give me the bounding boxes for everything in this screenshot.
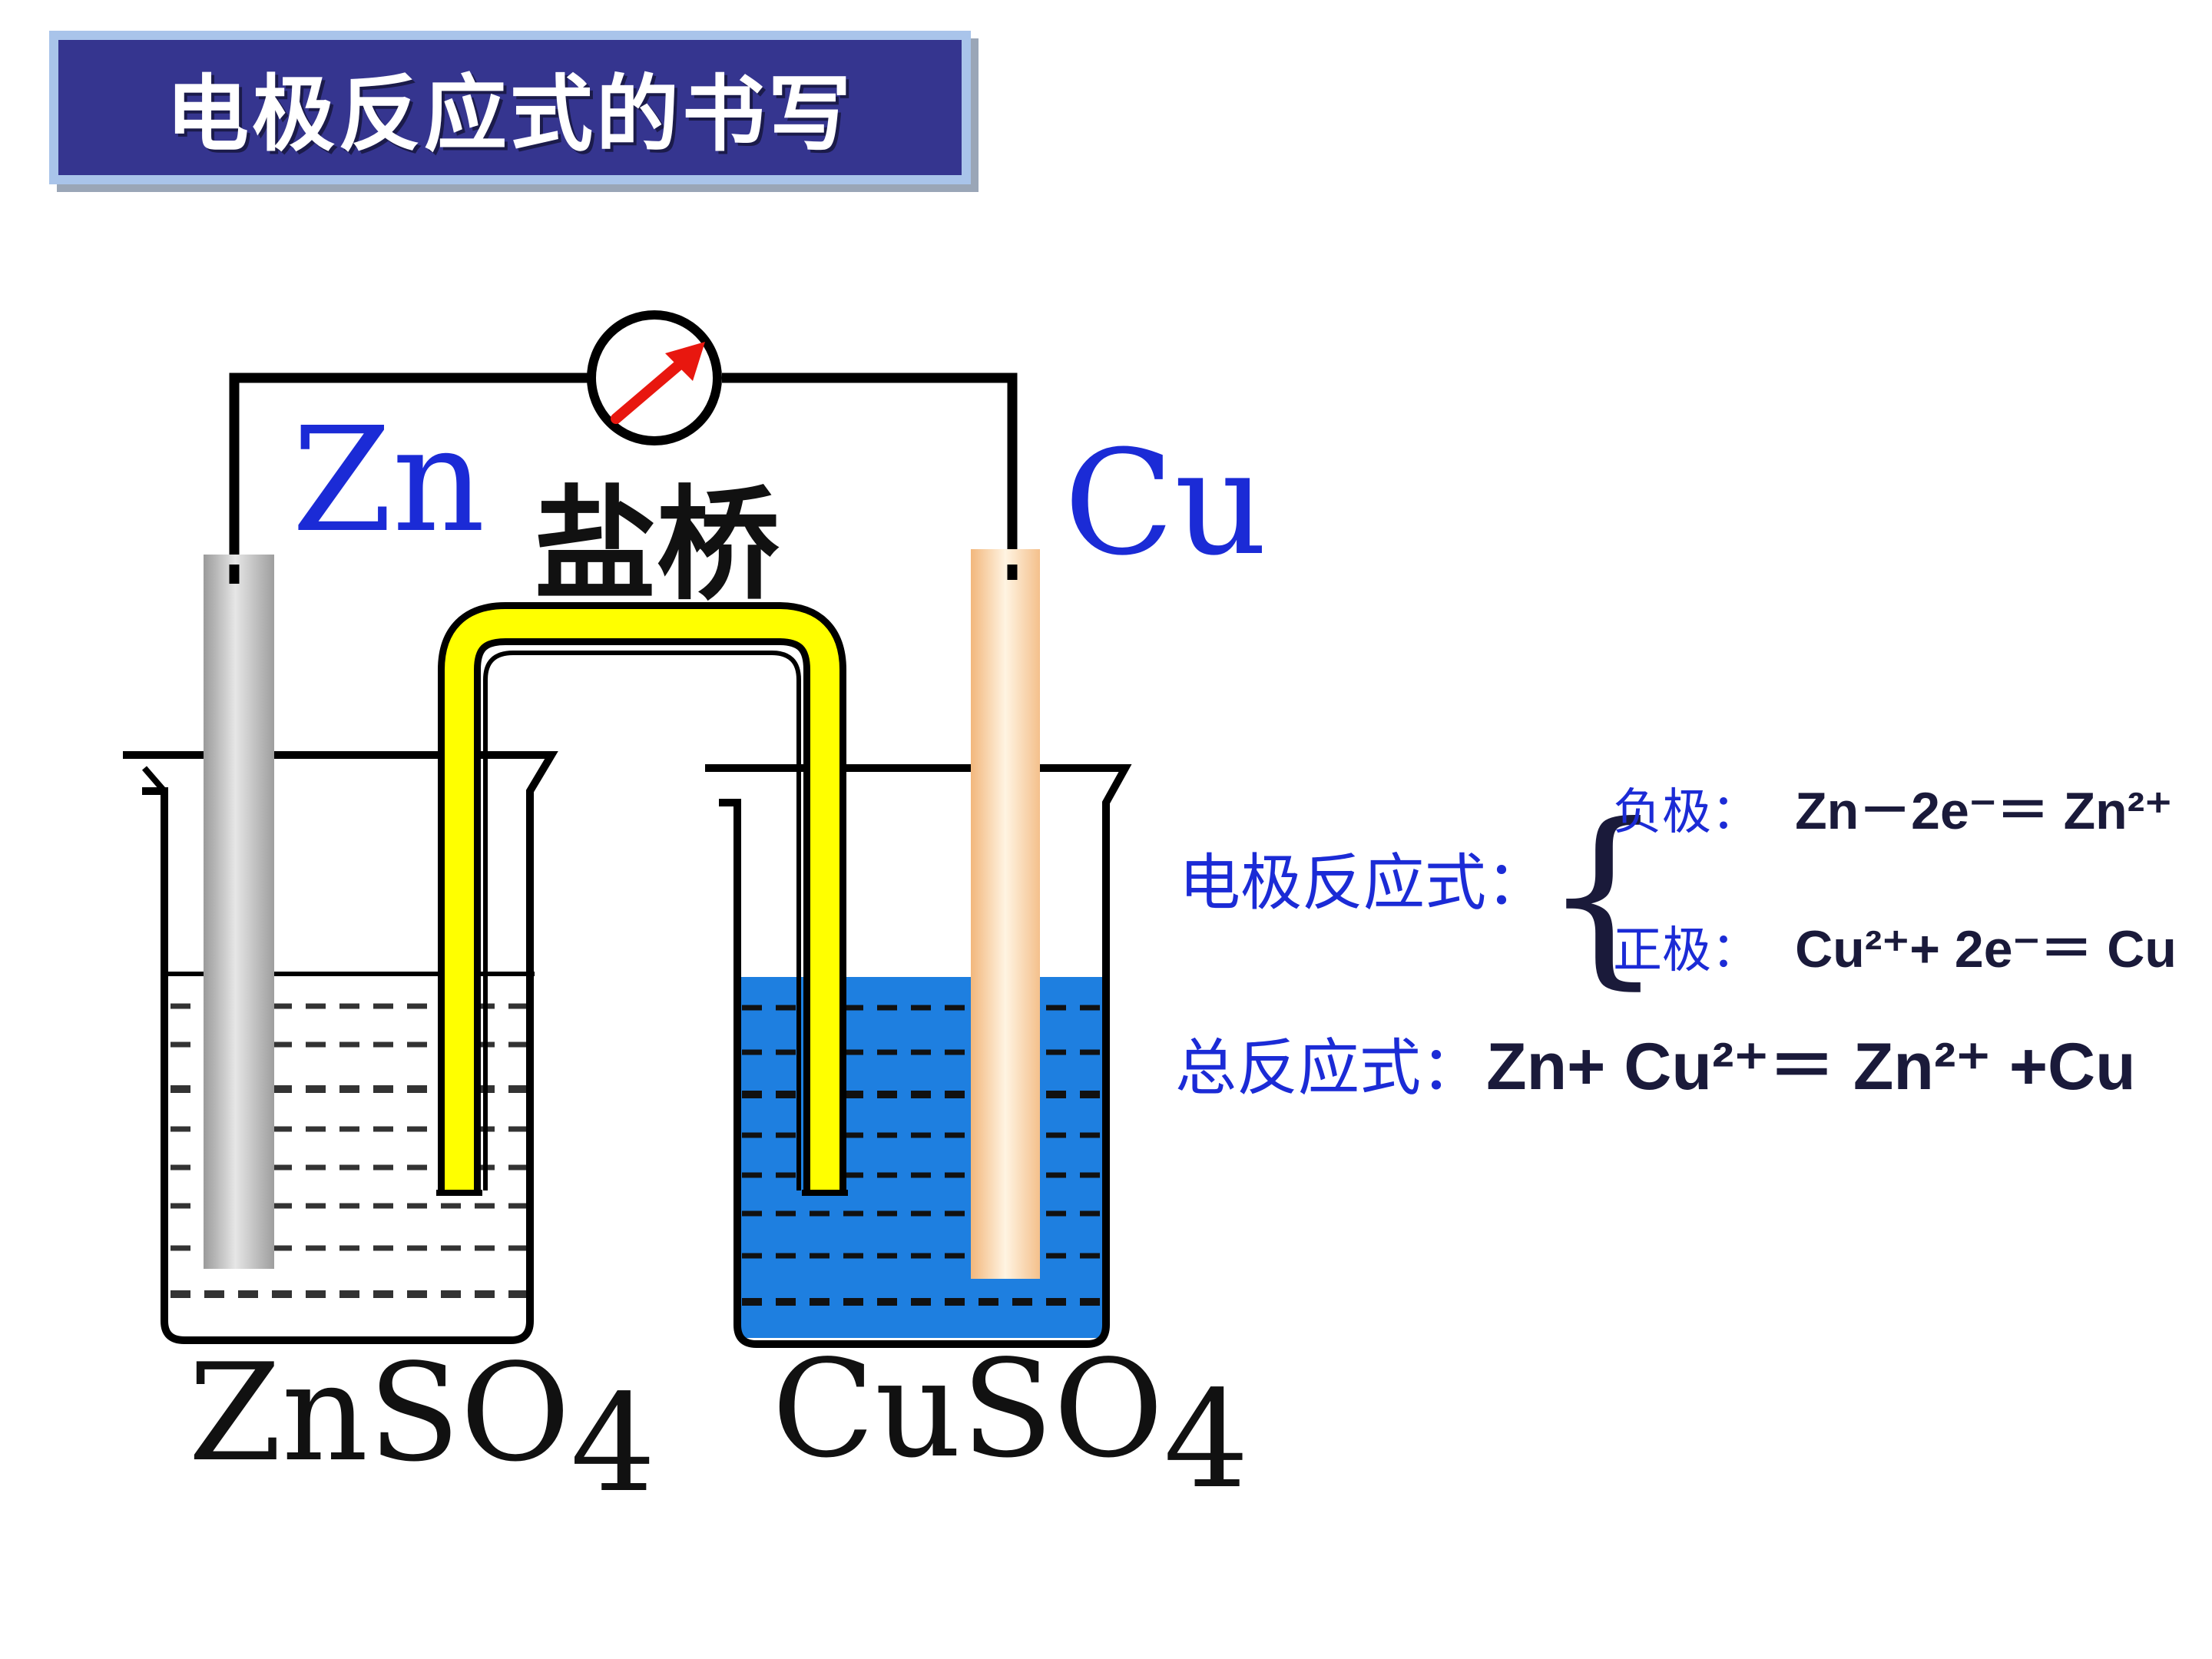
- total-reaction-row: 总反应式： Zn+ Cu²⁺＝ Zn²⁺ +Cu: [1175, 1012, 2136, 1108]
- negative-electrode-equation: Zn－2e⁻＝ Zn²⁺: [1795, 782, 2173, 840]
- cuso4-beaker: [705, 764, 1132, 1348]
- zn-electrode-rod: [204, 555, 274, 1269]
- positive-electrode-label: 正极：: [1613, 922, 1760, 979]
- znso4-label: ZnSO4: [188, 1336, 656, 1522]
- title-banner: 电极反应式的书写: [49, 31, 971, 184]
- positive-electrode-row: 正极： Cu²⁺+ 2e⁻＝ Cu: [1613, 906, 2177, 982]
- page-title: 电极反应式的书写: [165, 67, 854, 163]
- cu-electrode-label: Cu: [1064, 419, 1267, 588]
- salt-bridge-label: 盐桥: [534, 472, 780, 617]
- negative-electrode-row: 负极： Zn－2e⁻＝ Zn²⁺: [1613, 768, 2172, 844]
- total-reaction-label: 总反应式：: [1175, 1032, 1482, 1104]
- cu-electrode-rod: [971, 549, 1040, 1279]
- total-reaction-equation: Zn+ Cu²⁺＝ Zn²⁺ +Cu: [1486, 1030, 2136, 1104]
- galvanometer-icon: [587, 310, 722, 445]
- znso4-main: ZnSO: [188, 1336, 571, 1492]
- cuso4-label: CuSO4: [772, 1332, 1249, 1518]
- znso4-subscript: 4: [571, 1366, 656, 1522]
- equation-brace: {: [1542, 783, 1665, 1006]
- positive-electrode-equation: Cu²⁺+ 2e⁻＝ Cu: [1795, 920, 2177, 979]
- external-wire: [229, 373, 1018, 572]
- salt-bridge-tube: [436, 602, 848, 1196]
- cuso4-main: CuSO: [772, 1332, 1164, 1488]
- zn-electrode-label: Zn: [292, 396, 485, 565]
- electrode-equation-label: 电极反应式：: [1179, 847, 1548, 919]
- negative-electrode-label: 负极：: [1613, 784, 1760, 841]
- cuso4-subscript: 4: [1164, 1363, 1249, 1518]
